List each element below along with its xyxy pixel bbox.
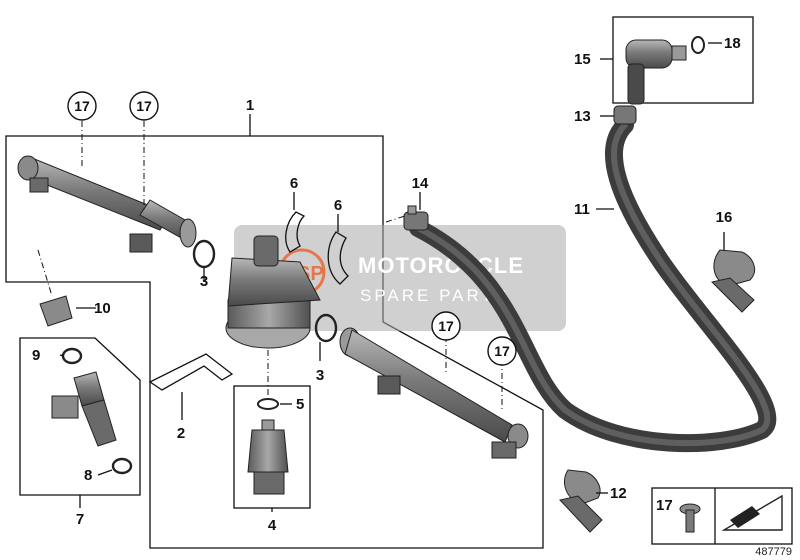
label-18: 18	[724, 35, 741, 52]
distributor-body	[225, 235, 321, 349]
hose-clip-12	[559, 469, 603, 533]
label-12: 12	[610, 485, 627, 502]
label-8: 8	[84, 467, 92, 484]
label-10: 10	[94, 300, 111, 317]
label-1: 1	[246, 97, 254, 114]
label-13: 13	[574, 108, 591, 125]
injector-clip-10	[39, 295, 73, 327]
pressure-sensor-4	[247, 419, 289, 495]
leader-lines	[37, 42, 725, 512]
spring-clip-6a	[285, 211, 306, 253]
label-5: 5	[296, 396, 304, 413]
label-15: 15	[574, 51, 591, 68]
label-16: 16	[716, 209, 733, 226]
callout-17-c: 17	[431, 311, 461, 341]
box-15	[612, 16, 754, 104]
spring-clip-6b	[327, 231, 349, 285]
label-3b: 3	[316, 367, 324, 384]
watermark-subtitle: SPARE PARTS	[360, 286, 509, 305]
label-2: 2	[177, 425, 185, 442]
callout-17-b: 17	[129, 91, 159, 121]
svg-text:17: 17	[74, 98, 90, 114]
callout-17-a: 17	[67, 91, 97, 121]
fuel-rail-lower	[339, 327, 529, 459]
o-ring-5	[257, 398, 279, 410]
watermark: MSP MOTORCYCLE SPARE PARTS	[234, 225, 566, 331]
legend-box-17	[651, 487, 793, 545]
o-ring-3a	[192, 239, 216, 269]
retaining-bracket-2	[148, 353, 234, 391]
label-11: 11	[574, 201, 590, 218]
svg-text:17: 17	[136, 98, 152, 114]
o-ring-3b	[314, 313, 338, 343]
o-ring-8	[111, 457, 133, 475]
o-ring-18	[691, 36, 705, 54]
label-4: 4	[268, 517, 277, 534]
svg-text:17: 17	[438, 318, 454, 334]
label-14: 14	[412, 175, 429, 192]
hose-clamp-14	[403, 205, 429, 231]
label-6a: 6	[290, 175, 298, 192]
angle-connector-15	[625, 39, 687, 105]
label-9: 9	[32, 347, 40, 364]
svg-text:17: 17	[494, 343, 510, 359]
hose-clip-16	[711, 249, 755, 313]
label-17-legend: 17	[656, 497, 673, 514]
hose-clamp-13	[613, 105, 637, 125]
legend-wedge-icon	[721, 494, 783, 531]
o-ring-9	[61, 347, 83, 365]
label-3a: 3	[200, 273, 208, 290]
injector-7	[51, 371, 117, 447]
watermark-title: MOTORCYCLE	[358, 253, 524, 278]
legend-screw-icon	[679, 503, 701, 533]
assembly-1-outline	[5, 135, 544, 549]
box-7	[19, 337, 141, 496]
label-6b: 6	[334, 197, 342, 214]
reference-number: 487779	[755, 546, 792, 558]
callout-17-d: 17	[487, 336, 517, 366]
fuel-rail-upper	[17, 155, 197, 253]
label-7: 7	[76, 511, 84, 528]
